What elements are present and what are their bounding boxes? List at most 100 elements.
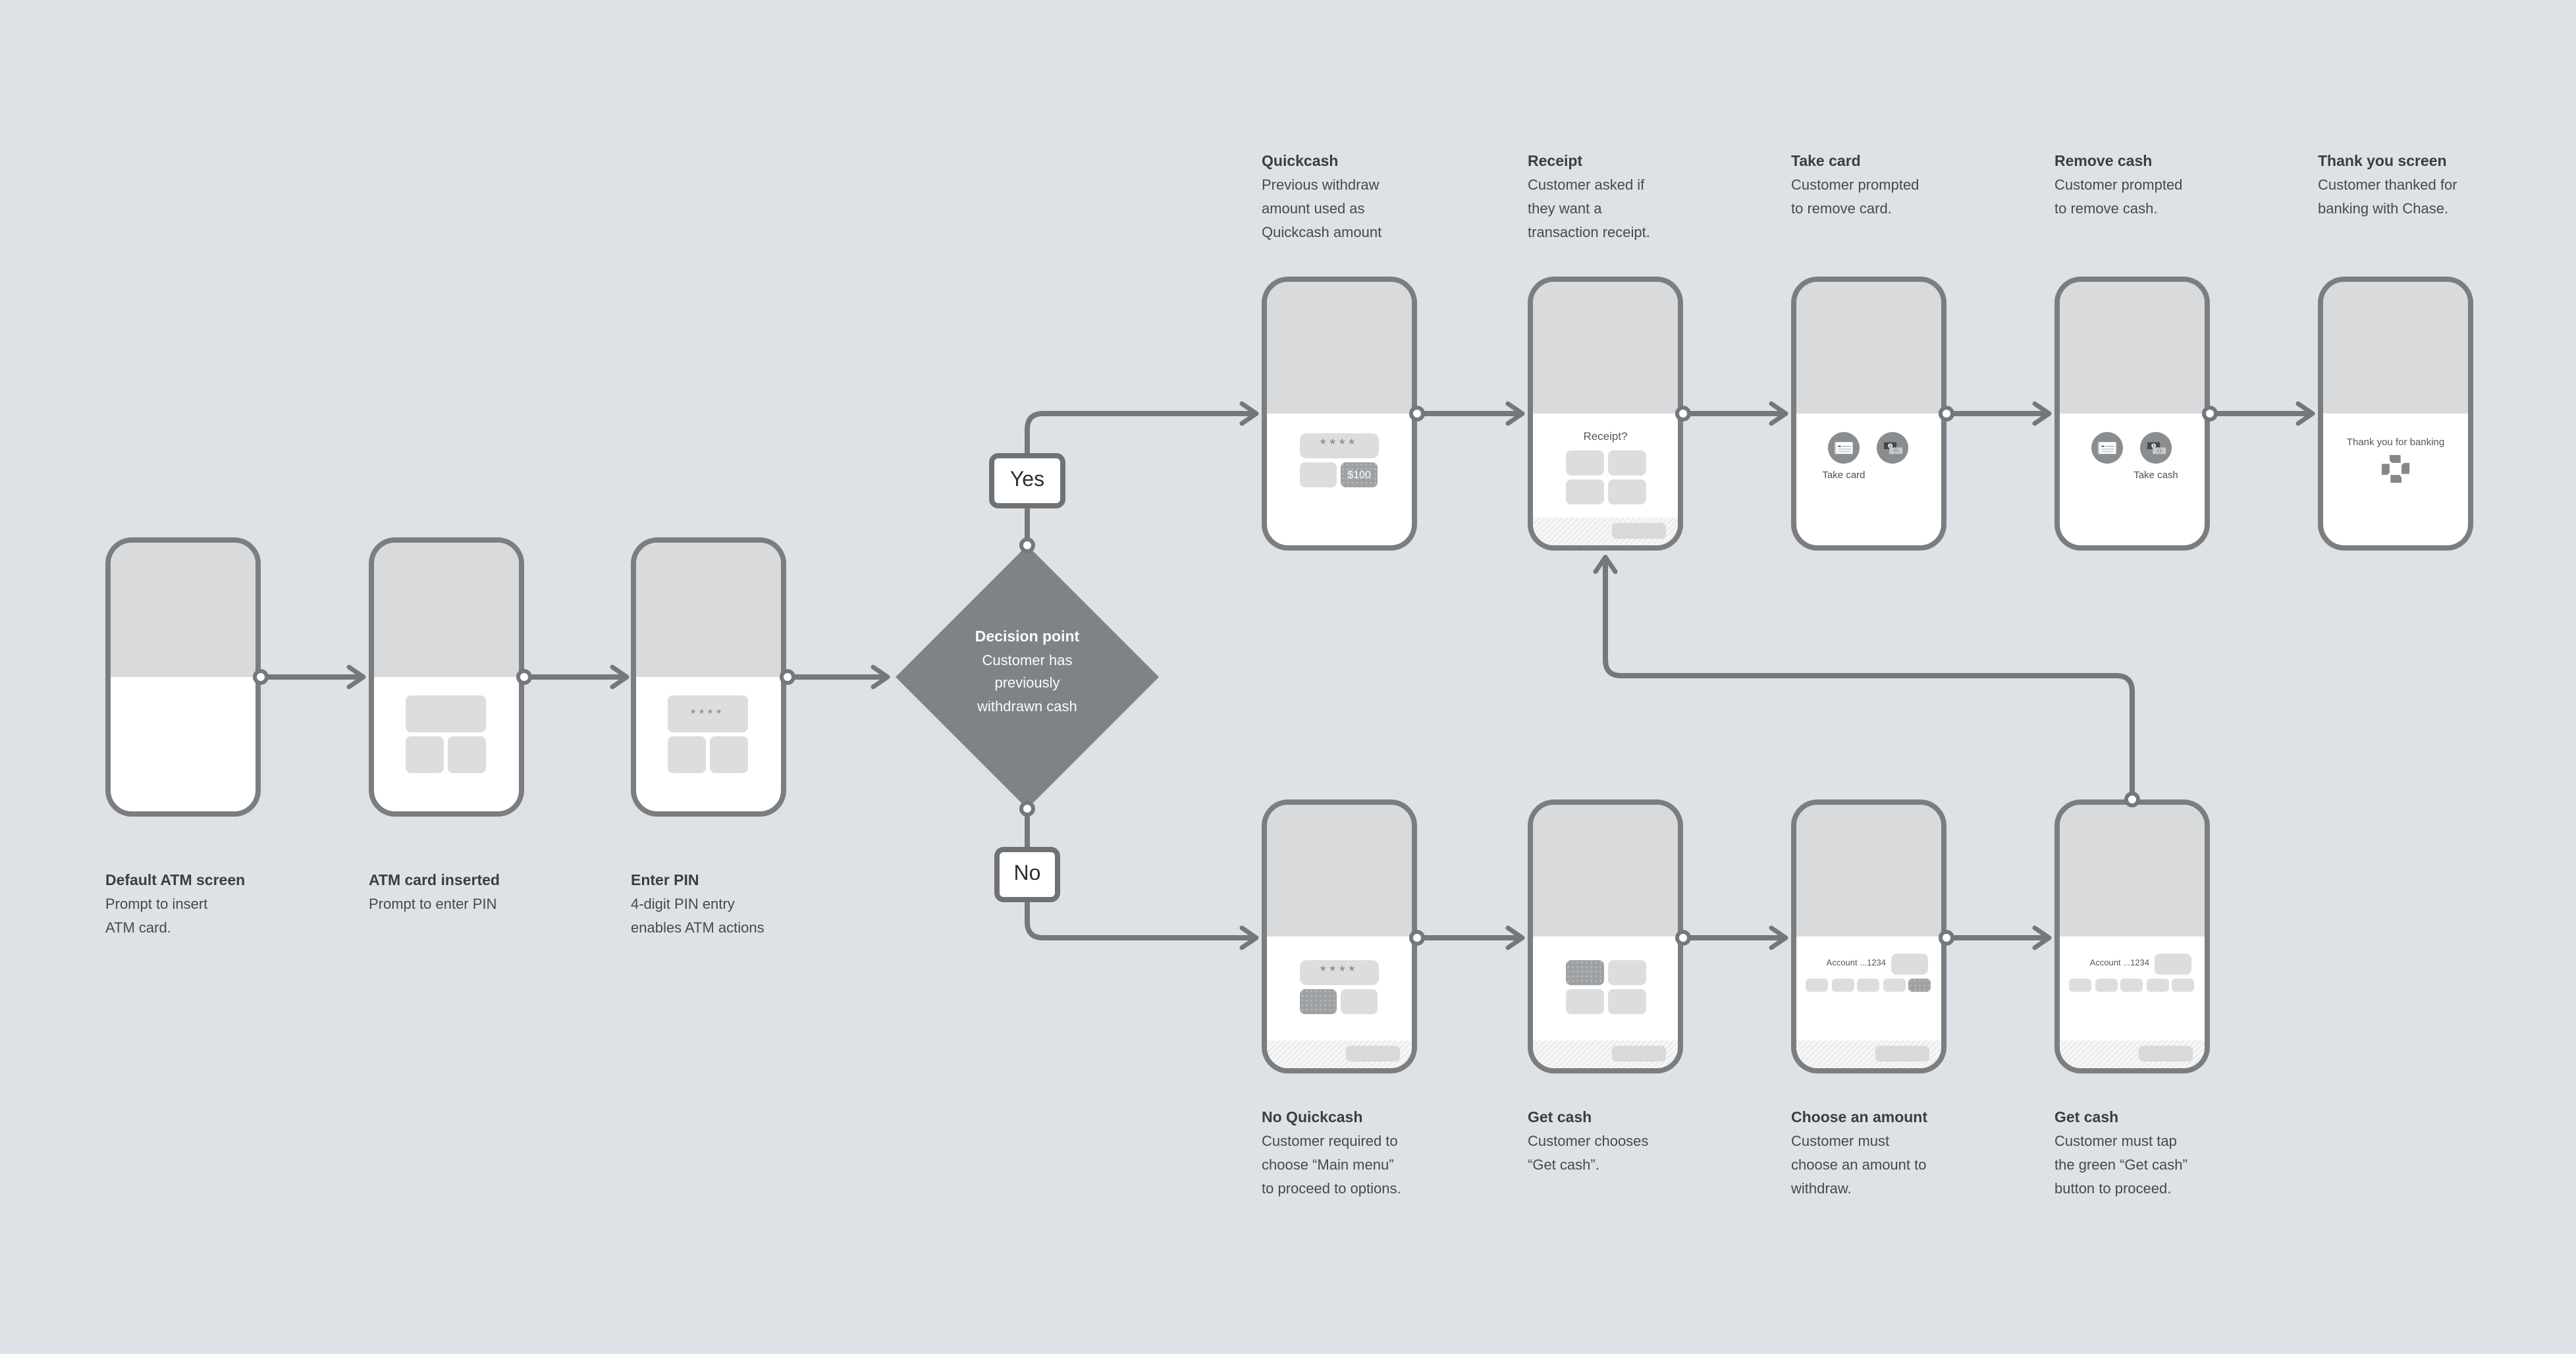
account-label: Account ...1234 — [1826, 959, 1886, 968]
label-receipt: Receipt Customer asked if they want a tr… — [1528, 150, 1712, 245]
arrowhead — [610, 664, 630, 690]
receipt-question-text: Receipt? — [1583, 429, 1628, 443]
branch-label-no: No — [994, 847, 1060, 902]
wireframe-box — [1300, 462, 1337, 487]
arrowhead — [2032, 925, 2052, 950]
quickcash-amount-button: $100 — [1341, 462, 1378, 487]
screen-image-placeholder — [2323, 282, 2468, 414]
account-label: Account ...1234 — [2089, 959, 2149, 968]
step-description: Customer prompted to remove cash. — [2054, 178, 2183, 217]
take-cash-label: Take cash — [2133, 469, 2178, 481]
get-cash-button — [2139, 1046, 2193, 1062]
phone-atm-card-inserted — [369, 537, 524, 817]
take-card-label: Take card — [1822, 469, 1865, 481]
step-title: Choose an amount — [1791, 1110, 1928, 1126]
wireframe-box — [1341, 989, 1378, 1014]
step-description: Customer required to choose “Main menu” … — [1262, 1134, 1401, 1197]
step-description: Customer must tap the green “Get cash” b… — [2054, 1134, 2187, 1197]
screen-image-placeholder — [111, 543, 255, 677]
bottom-bar-button — [1612, 523, 1666, 539]
connector-node — [1019, 801, 1035, 817]
svg-text:$: $ — [1894, 449, 1897, 454]
bottom-bar — [1267, 1041, 1412, 1068]
arrowhead — [1239, 401, 1259, 426]
wireframe-box — [1566, 989, 1604, 1014]
wireframe-box — [1566, 479, 1604, 504]
bottom-bar — [1533, 1041, 1678, 1068]
step-title: Enter PIN — [631, 873, 699, 889]
arrowhead — [2295, 401, 2315, 426]
label-default-atm: Default ATM screen Prompt to insert ATM … — [105, 869, 290, 940]
step-description: Customer prompted to remove card. — [1791, 178, 1919, 217]
step-title: No Quickcash — [1262, 1110, 1363, 1126]
arrowhead — [1769, 401, 1788, 426]
thank-you-text: Thank you for banking — [2346, 436, 2445, 448]
phone-default-atm — [105, 537, 261, 817]
arrowhead — [1239, 925, 1259, 950]
step-description: Prompt to insert ATM card. — [105, 897, 208, 936]
amount-chip — [1857, 979, 1879, 992]
amount-chip — [2172, 979, 2194, 992]
arrowhead — [871, 664, 890, 690]
arrowhead — [346, 664, 366, 690]
arrowhead-up — [1593, 555, 1618, 574]
step-title: Thank you screen — [2318, 154, 2447, 170]
amount-chip — [1806, 979, 1828, 992]
pin-entry-field: **** — [1300, 960, 1379, 985]
bottom-bar — [1796, 1041, 1941, 1068]
step-description: Previous withdraw amount used as Quickca… — [1262, 178, 1382, 241]
wireframe-box — [1608, 450, 1646, 475]
arrowhead — [1505, 925, 1525, 950]
phone-quickcash: **** $100 — [1262, 277, 1417, 551]
main-menu-button — [1300, 989, 1337, 1014]
wireframe-box — [1608, 479, 1646, 504]
wireframe-box — [1566, 450, 1604, 475]
step-description: 4-digit PIN entry enables ATM actions — [631, 897, 765, 936]
label-choose-amount: Choose an amount Customer must choose an… — [1791, 1106, 1975, 1201]
label-quickcash: Quickcash Previous withdraw amount used … — [1262, 150, 1446, 245]
wireframe-box — [1608, 960, 1646, 985]
phone-take-card: $$ Take card — [1791, 277, 1946, 551]
screen-image-placeholder — [2060, 805, 2205, 936]
chase-logo-icon — [2380, 453, 2411, 485]
phone-no-quickcash: **** — [1262, 799, 1417, 1073]
connector-no-branch — [1025, 806, 1254, 940]
card-icon — [2091, 432, 2123, 464]
arrowhead — [1769, 925, 1788, 950]
amount-chip — [2147, 979, 2169, 992]
step-title: ATM card inserted — [369, 873, 500, 889]
screen-image-placeholder — [636, 543, 781, 677]
decision-title: Decision point — [975, 630, 1080, 645]
screen-image-placeholder — [1533, 805, 1678, 936]
screen-image-placeholder — [1267, 805, 1412, 936]
step-title: Take card — [1791, 154, 1861, 170]
cash-icon: $$ — [1877, 432, 1908, 464]
step-title: Default ATM screen — [105, 873, 246, 889]
amount-chip — [2069, 979, 2091, 992]
screen-image-placeholder — [1796, 282, 1941, 414]
step-description: Customer thanked for banking with Chase. — [2318, 178, 2457, 217]
arrowhead — [2032, 401, 2052, 426]
phone-get-cash-confirm: Account ...1234 — [2054, 799, 2210, 1073]
svg-text:$: $ — [2158, 449, 2160, 454]
amount-chip — [1832, 979, 1854, 992]
wireframe-box — [448, 736, 486, 773]
decision-point: Decision point Customer has previously w… — [922, 627, 1133, 719]
connector-node — [1019, 537, 1035, 553]
screen-image-placeholder — [1267, 282, 1412, 414]
step-description: Customer asked if they want a transactio… — [1528, 178, 1650, 241]
wireframe-box — [668, 736, 706, 773]
wireframe-box — [710, 736, 748, 773]
label-remove-cash: Remove cash Customer prompted to remove … — [2054, 150, 2239, 221]
account-chip — [1891, 954, 1928, 975]
step-title: Quickcash — [1262, 154, 1339, 170]
step-description: Prompt to enter PIN — [369, 897, 497, 913]
bottom-bar — [2060, 1041, 2205, 1068]
phone-remove-cash: $$ Take cash — [2054, 277, 2210, 551]
step-title: Get cash — [2054, 1110, 2119, 1126]
bottom-bar — [1533, 518, 1678, 545]
bottom-bar-button — [1612, 1046, 1666, 1062]
step-title: Receipt — [1528, 154, 1583, 170]
label-take-card: Take card Customer prompted to remove ca… — [1791, 150, 1975, 221]
label-get-cash-confirm: Get cash Customer must tap the green “Ge… — [2054, 1106, 2239, 1201]
